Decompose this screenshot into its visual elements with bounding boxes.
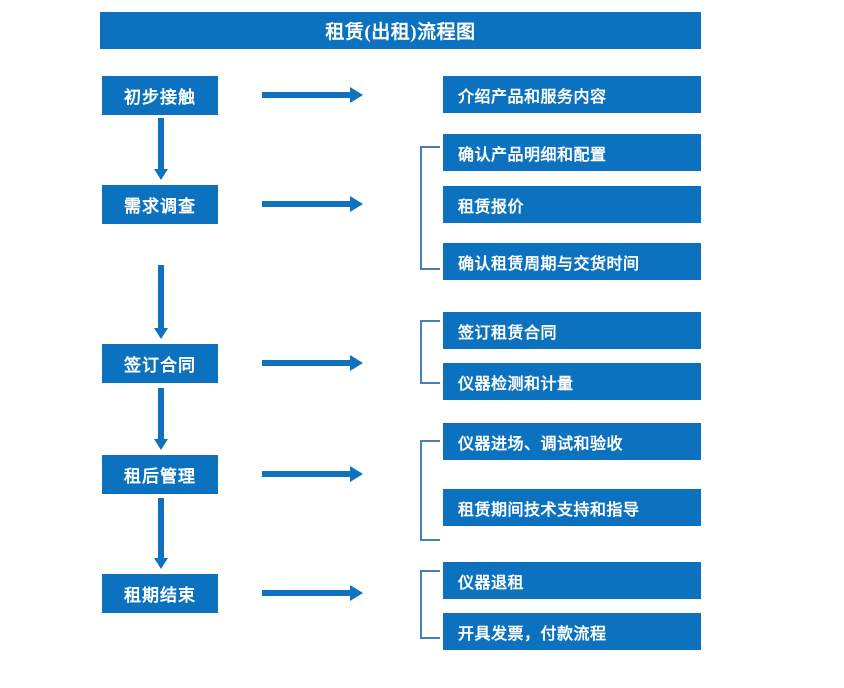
stage-box-needs-survey[interactable]: 需求调查 [102,185,218,224]
stage-box-lease-end[interactable]: 租期结束 [102,574,218,613]
down-arrow-icon-4 [154,498,168,569]
detail-box-introduce-products[interactable]: 介绍产品和服务内容 [443,76,701,113]
stage-box-initial-contact[interactable]: 初步接触 [102,76,218,115]
group-bracket-lease-end [420,570,440,639]
group-bracket-needs-survey [420,146,440,270]
flowchart-title: 租赁(出租)流程图 [100,12,701,49]
detail-box-invoice-payment[interactable]: 开具发票，付款流程 [443,613,701,650]
detail-box-confirm-product-details[interactable]: 确认产品明细和配置 [443,134,701,171]
right-arrow-icon-3 [262,355,363,371]
detail-box-sign-lease-contract[interactable]: 签订租赁合同 [443,312,701,349]
stage-box-post-lease-management[interactable]: 租后管理 [102,455,218,494]
group-bracket-post-lease [420,440,440,541]
right-arrow-icon-1 [262,87,363,103]
right-arrow-icon-5 [262,585,363,601]
group-bracket-sign-contract [420,320,440,384]
detail-box-instrument-inspection[interactable]: 仪器检测和计量 [443,363,701,400]
stage-box-sign-contract[interactable]: 签订合同 [102,344,218,383]
detail-box-technical-support[interactable]: 租赁期间技术支持和指导 [443,489,701,526]
detail-box-instrument-return[interactable]: 仪器退租 [443,562,701,599]
right-arrow-icon-2 [262,196,363,212]
down-arrow-icon-1 [154,118,168,180]
detail-box-instrument-entry-commissioning[interactable]: 仪器进场、调试和验收 [443,423,701,460]
detail-box-confirm-lease-period[interactable]: 确认租赁周期与交货时间 [443,243,701,280]
detail-box-lease-quotation[interactable]: 租赁报价 [443,186,701,223]
down-arrow-icon-2 [154,265,168,339]
down-arrow-icon-3 [154,388,168,450]
right-arrow-icon-4 [262,466,363,482]
